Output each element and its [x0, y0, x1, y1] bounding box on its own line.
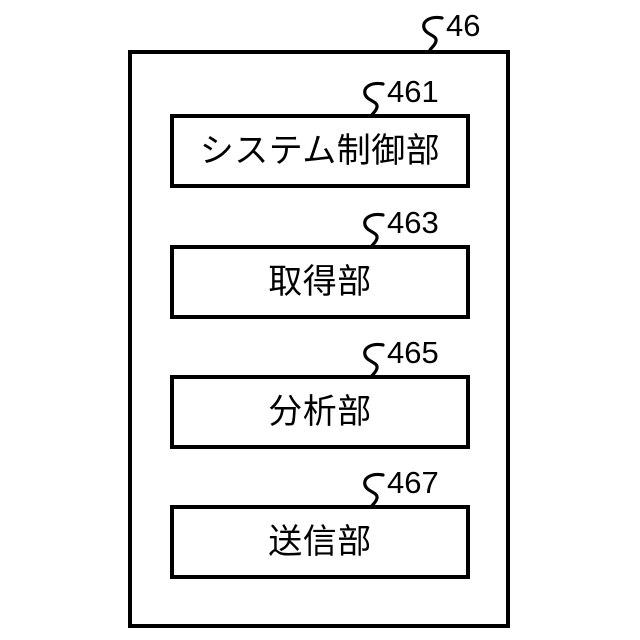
block-label-467: 送信部: [268, 522, 372, 562]
reference-number-463: 463: [387, 205, 439, 240]
block-label-465: 分析部: [268, 392, 372, 432]
reference-number-461: 461: [387, 74, 439, 109]
block-461: システム制御部: [170, 114, 470, 188]
reference-number-46: 46: [446, 8, 481, 43]
block-463: 取得部: [170, 245, 470, 319]
leader-squiggle-icon: [361, 80, 387, 121]
leader-squiggle-icon: [361, 471, 387, 512]
block-465: 分析部: [170, 375, 470, 449]
block-467: 送信部: [170, 505, 470, 579]
leader-squiggle-icon: [361, 341, 387, 382]
block-label-461: システム制御部: [199, 131, 441, 171]
leader-squiggle-icon: [420, 14, 446, 55]
reference-number-467: 467: [387, 465, 439, 500]
leader-squiggle-icon: [361, 211, 387, 252]
block-label-463: 取得部: [268, 262, 372, 302]
reference-number-465: 465: [387, 335, 439, 370]
